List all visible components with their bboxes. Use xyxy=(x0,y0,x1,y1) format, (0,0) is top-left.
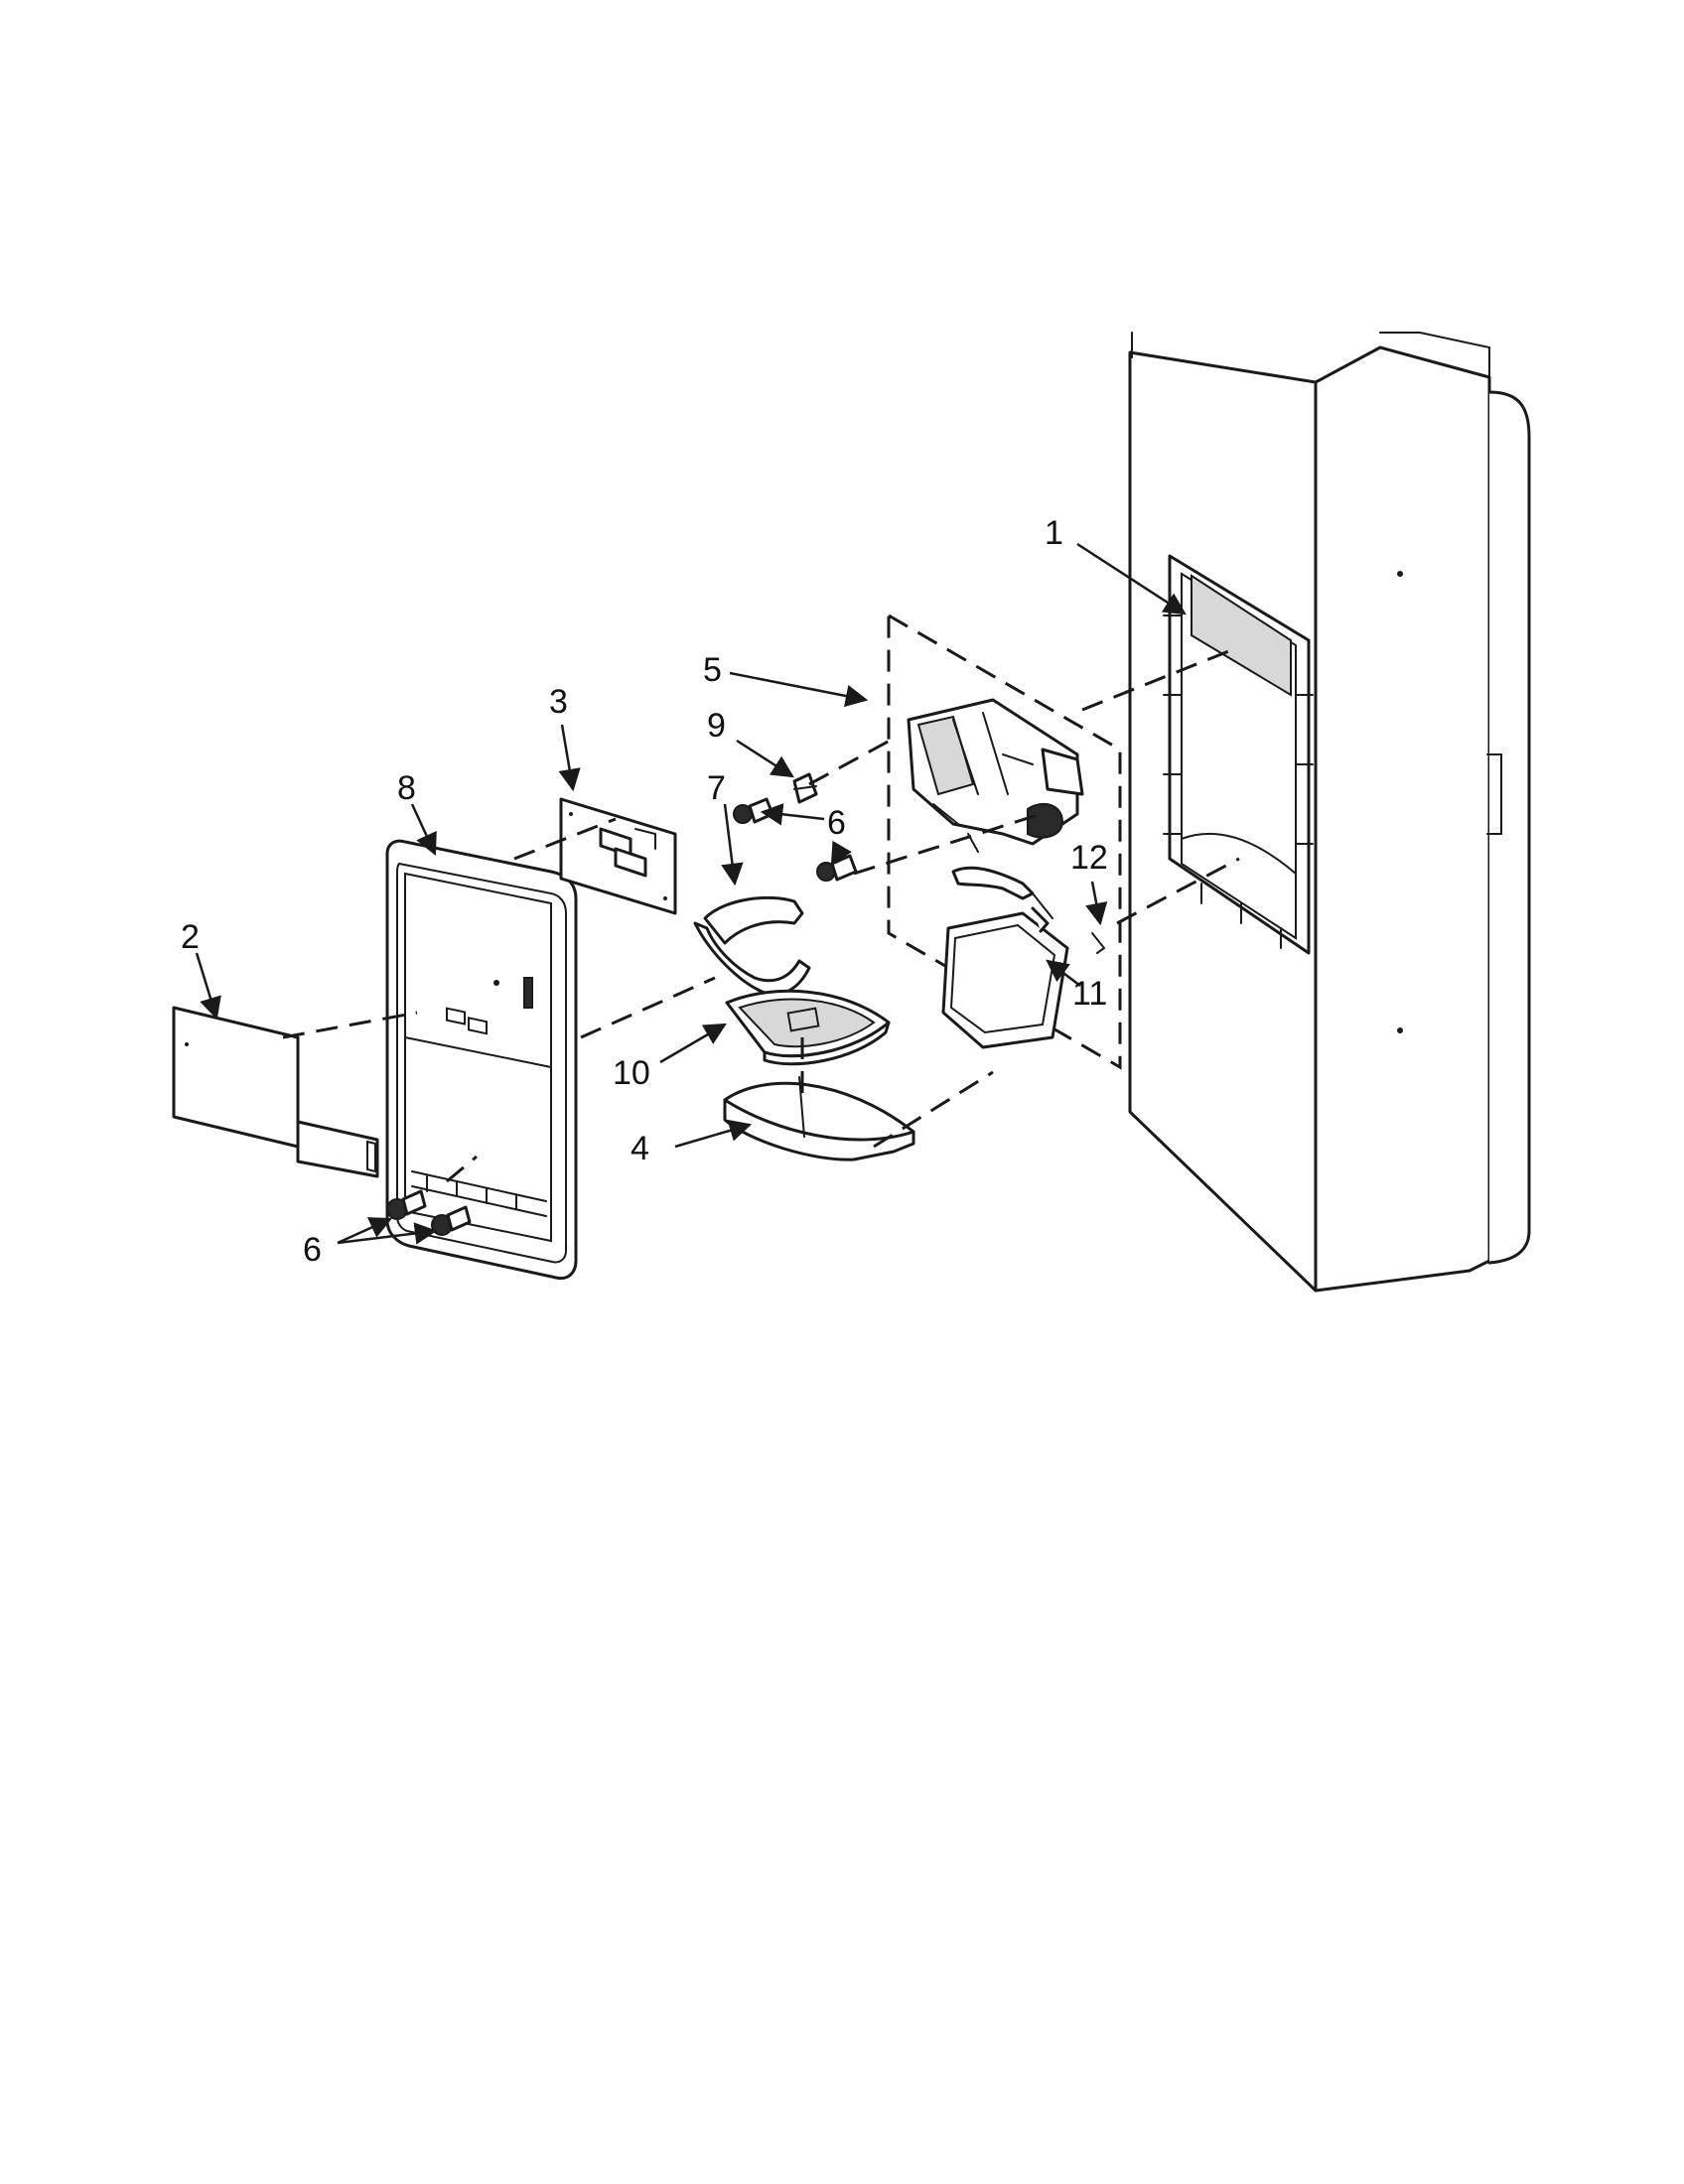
callout-6-bezel: 6 xyxy=(303,1231,322,1269)
callout-7: 7 xyxy=(707,769,726,807)
actuator-pad xyxy=(941,906,1069,1049)
screw-assembly-lower xyxy=(816,854,858,882)
screw-assembly-upper xyxy=(733,797,774,824)
drip-tray xyxy=(723,1076,915,1161)
control-board xyxy=(559,797,677,915)
drip-tray-grille xyxy=(725,989,891,1066)
assembly-boundary xyxy=(887,613,1122,1070)
callout-1: 1 xyxy=(1045,514,1063,552)
callout-6-assembly: 6 xyxy=(827,804,846,842)
callout-12: 12 xyxy=(1070,839,1108,877)
callout-8: 8 xyxy=(397,769,416,807)
dispenser-control-assembly xyxy=(887,613,1122,1070)
door-screw-hole xyxy=(1397,571,1403,577)
actuator-lever xyxy=(951,866,1106,954)
callout-5: 5 xyxy=(703,651,722,689)
light-lens xyxy=(693,895,811,996)
screw-bezel-right xyxy=(431,1205,472,1236)
alignment-lines xyxy=(282,648,1240,1183)
dispenser-bezel xyxy=(385,839,578,1281)
callout-labels: 1 2 3 4 5 6 6 7 8 9 10 11 12 xyxy=(181,514,1108,1269)
callout-3: 3 xyxy=(549,683,568,721)
leader-lines xyxy=(195,542,1187,1245)
dispenser-housing xyxy=(1163,554,1314,955)
door-screw-hole xyxy=(1397,1027,1403,1033)
shield-cover xyxy=(172,1006,379,1178)
callout-9: 9 xyxy=(707,707,726,745)
callout-11: 11 xyxy=(1072,975,1107,1013)
screw-bezel-left xyxy=(386,1189,427,1220)
callout-4: 4 xyxy=(631,1130,649,1167)
clip-part xyxy=(792,772,818,804)
callout-10: 10 xyxy=(613,1054,650,1092)
callout-2: 2 xyxy=(181,918,200,956)
